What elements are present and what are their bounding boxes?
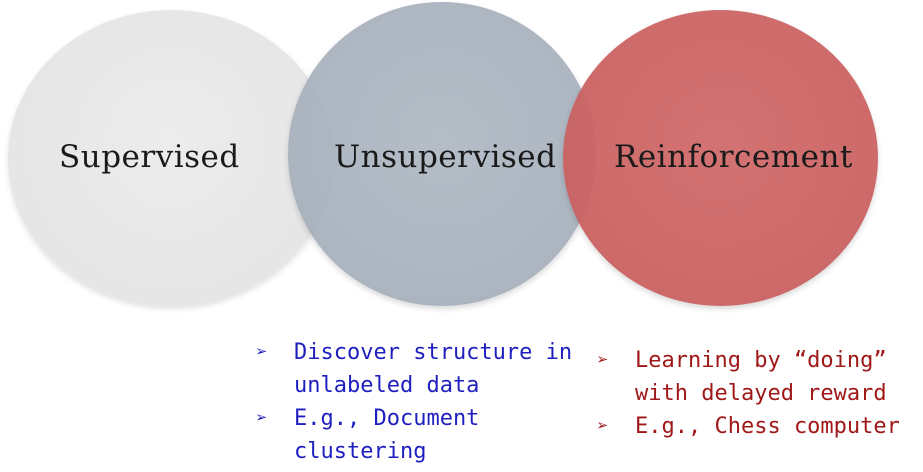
arrow-bullet-icon: ➢	[256, 407, 268, 429]
list-item: ➢ E.g., Document clustering	[254, 402, 572, 468]
note-line: E.g., Document	[294, 406, 480, 431]
note-line: Learning by “doing”	[635, 348, 887, 373]
list-item: ➢ Learning by “doing” with delayed rewar…	[595, 344, 900, 410]
unsupervised-circle	[288, 2, 596, 306]
unsupervised-label: Unsupervised	[334, 139, 557, 175]
note-line: with delayed reward	[635, 381, 887, 406]
unsupervised-notes: ➢ Discover structure in unlabeled data ➢…	[254, 336, 572, 468]
list-item: ➢ Discover structure in unlabeled data	[254, 336, 572, 402]
note-line: Discover structure in	[294, 340, 573, 365]
note-line: clustering	[294, 439, 427, 464]
list-item: ➢ E.g., Chess computer	[595, 410, 900, 443]
reinforcement-label: Reinforcement	[614, 139, 853, 175]
reinforcement-notes: ➢ Learning by “doing” with delayed rewar…	[595, 344, 900, 443]
supervised-label: Supervised	[59, 139, 240, 175]
note-line: unlabeled data	[294, 373, 480, 398]
reinforcement-circle	[563, 10, 878, 306]
note-line: E.g., Chess computer	[635, 414, 900, 439]
arrow-bullet-icon: ➢	[597, 415, 609, 437]
arrow-bullet-icon: ➢	[256, 341, 268, 363]
supervised-circle	[8, 10, 334, 306]
arrow-bullet-icon: ➢	[597, 349, 609, 371]
